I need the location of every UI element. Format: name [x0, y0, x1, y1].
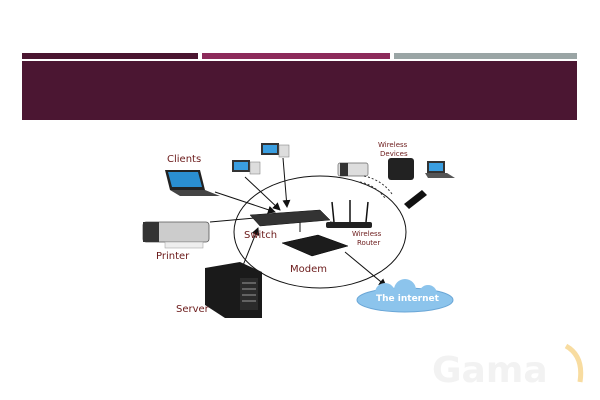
- internet-cloud-icon: [356, 279, 454, 313]
- wireless-router-icon: [326, 200, 372, 228]
- wireless-devices-icons: [337, 158, 455, 209]
- accent-bar-2: [202, 53, 390, 59]
- modem-label: Modem: [290, 264, 327, 275]
- modem-icon: [281, 234, 349, 257]
- clients-label: Clients: [167, 154, 201, 165]
- switch-icon: [249, 209, 331, 227]
- server-label: Server: [176, 304, 210, 315]
- watermark-swoosh: [564, 343, 584, 383]
- client-desktop-icon: [261, 143, 290, 158]
- printer-label: Printer: [156, 251, 190, 262]
- client-laptop-icon: [165, 170, 220, 196]
- printer-icon: [142, 221, 210, 249]
- accent-bar-1: [22, 53, 198, 59]
- title-band: [22, 61, 577, 120]
- wireless-router-label-line2: Router: [357, 239, 380, 247]
- accent-bar-3: [394, 53, 577, 59]
- wireless-router-label-line1: Wireless: [352, 230, 382, 238]
- network-ellipse: [233, 175, 407, 289]
- watermark: Gama: [432, 350, 548, 391]
- wireless-devices-label-line2: Devices: [380, 150, 408, 158]
- client-desktop-icon: [232, 160, 261, 175]
- internet-label: The internet: [376, 294, 440, 304]
- switch-label: Switch: [244, 230, 277, 241]
- server-icon: [205, 262, 262, 318]
- wireless-devices-label-line1: Wireless: [378, 141, 408, 149]
